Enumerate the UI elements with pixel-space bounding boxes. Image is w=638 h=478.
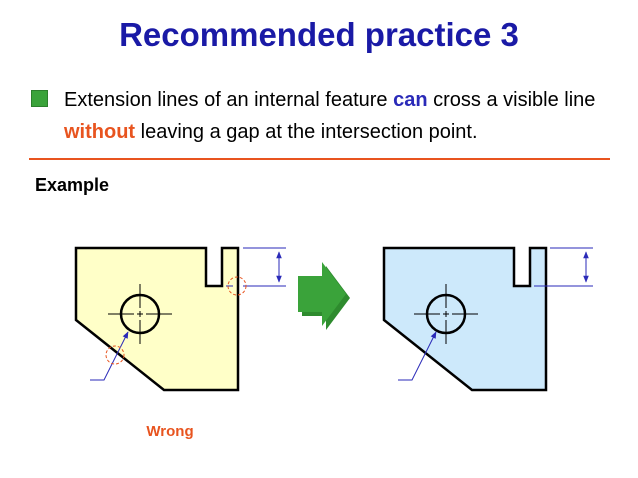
left-part-outline (74, 246, 240, 392)
left-center-lines (108, 284, 172, 344)
bullet-text: Extension lines of an internal feature c… (64, 84, 624, 148)
problem-circle-top (227, 276, 247, 296)
green-right-arrow-icon (298, 262, 350, 330)
example-heading: Example (35, 175, 110, 195)
bullet-text-part3: leaving a gap at the intersection point. (135, 121, 478, 143)
problem-circle-bottom (105, 345, 125, 365)
divider-line (29, 158, 610, 160)
bullet-text-part2: cross a visible line (427, 89, 596, 111)
bullet-square-icon (31, 90, 48, 107)
right-center-lines (414, 284, 478, 344)
recommended-drawing (382, 246, 593, 392)
highlight-without: without (64, 121, 136, 143)
highlight-can: can (393, 89, 428, 111)
wrong-drawing (74, 246, 286, 392)
bullet-text-part1: Extension lines of an internal feature (64, 89, 394, 111)
wrong-label: Wrong (146, 423, 194, 440)
right-dimension (398, 247, 593, 381)
slide-title: Recommended practice 3 (119, 16, 519, 53)
